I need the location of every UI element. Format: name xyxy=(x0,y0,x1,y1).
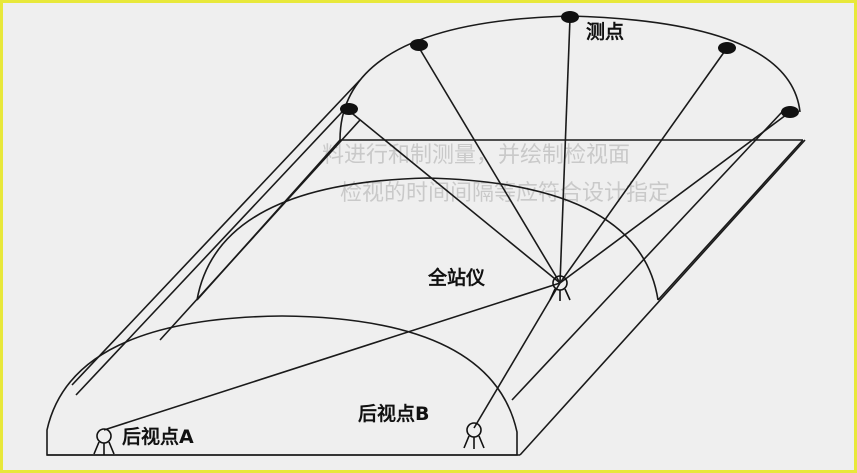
right-wall-edge xyxy=(657,139,804,301)
measuring-points xyxy=(340,11,799,118)
left-wall-edge-1 xyxy=(71,79,361,386)
sight-line-p5 xyxy=(559,111,791,284)
left-wall-edge-mid xyxy=(159,119,361,341)
bleed-text-line1: 料进行和制测量，并绘制检视面 xyxy=(322,143,630,168)
label-total-station: 全站仪 xyxy=(427,266,486,289)
label-backsight-a: 后视点A xyxy=(122,425,194,448)
front-portal-outline xyxy=(46,315,518,456)
left-wall-edge-2 xyxy=(75,111,343,396)
measuring-point-5 xyxy=(781,106,799,118)
sight-line-p1 xyxy=(347,109,561,284)
label-measuring-points: 测点 xyxy=(586,21,624,43)
measuring-point-4 xyxy=(718,42,736,54)
measuring-point-2 xyxy=(410,39,428,51)
middle-arch xyxy=(196,177,659,301)
sight-line-p3 xyxy=(559,17,571,284)
sight-line-backsight-b xyxy=(473,282,561,429)
right-wall-edge-upper xyxy=(511,111,783,401)
backsight-a-icon xyxy=(93,428,115,455)
backsight-b-icon xyxy=(463,422,485,449)
label-backsight-b: 后视点B xyxy=(358,402,429,425)
measuring-point-3 xyxy=(561,11,579,23)
sight-line-p2 xyxy=(417,45,561,284)
sight-line-p4 xyxy=(559,47,728,284)
total-station-icon xyxy=(549,275,571,301)
sight-line-backsight-a xyxy=(103,282,561,431)
floor-right-edge xyxy=(519,139,806,456)
measuring-point-1 xyxy=(340,103,358,115)
